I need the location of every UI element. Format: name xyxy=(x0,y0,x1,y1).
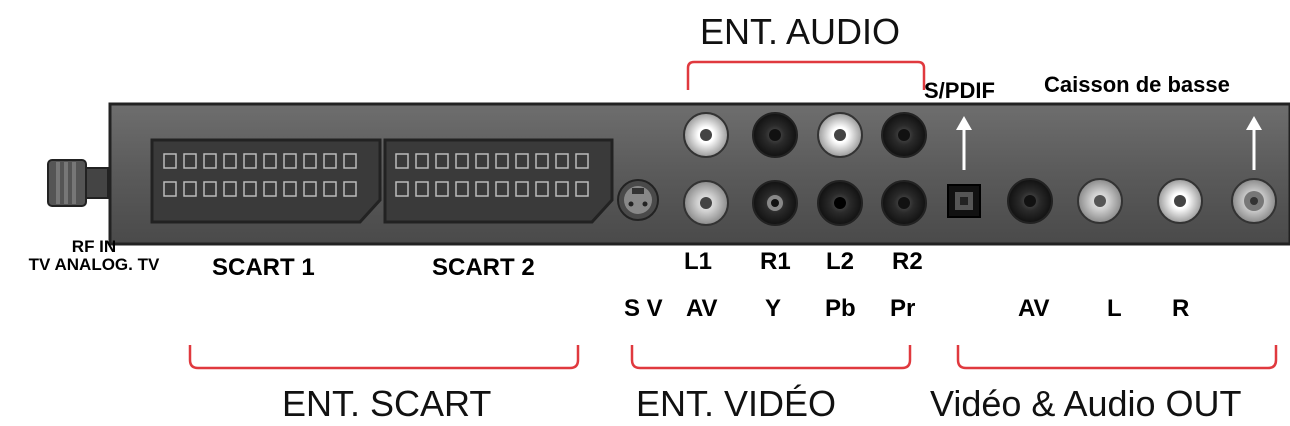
scart-pin xyxy=(203,181,217,197)
scart-1-label: SCART 1 xyxy=(212,254,315,281)
scart-pin xyxy=(263,153,277,169)
video-pr-jack xyxy=(881,180,927,226)
spdif-arrow-icon xyxy=(956,116,972,170)
rf-in-label-line2: TV ANALOG. TV xyxy=(28,254,160,274)
scart-pin xyxy=(435,181,449,197)
rf-in-label: RF IN TV ANALOG. TV xyxy=(8,238,180,274)
scart-pin xyxy=(415,181,429,197)
scart-pin xyxy=(475,181,489,197)
scart-pin xyxy=(555,181,569,197)
scart-2-label: SCART 2 xyxy=(432,254,535,281)
scart-pin xyxy=(183,153,197,169)
scart-pin xyxy=(283,181,297,197)
scart-pin xyxy=(415,153,429,169)
video-in-group-label: ENT. VIDÉO xyxy=(636,383,837,424)
audio-l2-label: L2 xyxy=(826,248,855,275)
out-av-label: AV xyxy=(1018,295,1050,322)
scart-pin xyxy=(243,153,257,169)
out-r-jack xyxy=(1157,178,1203,224)
scart-pin xyxy=(555,153,569,169)
scart-pin xyxy=(203,153,217,169)
scart-pin xyxy=(243,181,257,197)
video-y-jack xyxy=(752,180,798,226)
scart-pin xyxy=(183,181,197,197)
scart-pin xyxy=(575,153,589,169)
scart-in-bracket xyxy=(188,345,580,370)
audio-r2-jack xyxy=(881,112,927,158)
scart-pin xyxy=(455,153,469,169)
scart-pin xyxy=(323,153,337,169)
audio-in-bracket xyxy=(686,60,926,90)
scart-pin xyxy=(575,181,589,197)
audio-l2-jack xyxy=(817,112,863,158)
scart-pin xyxy=(343,181,357,197)
spdif-label: S/PDIF xyxy=(924,78,995,103)
scart-pin xyxy=(455,181,469,197)
scart-in-group-label: ENT. SCART xyxy=(282,383,492,424)
out-av-jack xyxy=(1007,178,1053,224)
audio-r1-jack xyxy=(752,112,798,158)
subwoofer-jack xyxy=(1231,178,1277,224)
scart-pin xyxy=(343,153,357,169)
audio-l1-jack xyxy=(683,112,729,158)
scart-pin xyxy=(515,181,529,197)
rf-in-connector xyxy=(47,159,109,207)
scart-pin xyxy=(323,181,337,197)
video-pb-jack xyxy=(817,180,863,226)
scart-pin xyxy=(495,181,509,197)
video-av-label: AV xyxy=(686,295,718,322)
scart-pin xyxy=(223,153,237,169)
spdif-optical-port xyxy=(947,184,981,218)
video-in-bracket xyxy=(630,345,912,370)
out-r-label: R xyxy=(1172,295,1190,322)
out-group-label: Vidéo & Audio OUT xyxy=(930,383,1242,424)
out-l-label: L xyxy=(1107,295,1122,322)
scart-pin xyxy=(535,181,549,197)
scart-pin xyxy=(263,181,277,197)
scart-pin xyxy=(163,153,177,169)
audio-l1-label: L1 xyxy=(684,248,713,275)
subwoofer-arrow-icon xyxy=(1246,116,1262,170)
scart-pin xyxy=(163,181,177,197)
audio-r2-label: R2 xyxy=(892,248,923,275)
scart-pin xyxy=(395,153,409,169)
video-av-jack xyxy=(683,180,729,226)
audio-r1-label: R1 xyxy=(760,248,791,275)
video-y-label: Y xyxy=(765,295,782,322)
subwoofer-label: Caisson de basse xyxy=(1044,72,1230,97)
out-l-jack xyxy=(1077,178,1123,224)
scart-pin xyxy=(303,153,317,169)
s-video-connector xyxy=(617,179,659,221)
audio-in-group-label: ENT. AUDIO xyxy=(700,11,901,52)
scart-pin xyxy=(435,153,449,169)
video-sv-label: S V xyxy=(624,295,663,322)
scart-pin xyxy=(475,153,489,169)
scart-pin xyxy=(495,153,509,169)
scart-pin xyxy=(283,153,297,169)
scart-1-connector xyxy=(150,138,382,224)
scart-pin xyxy=(303,181,317,197)
scart-pin xyxy=(223,181,237,197)
scart-pin xyxy=(515,153,529,169)
video-pr-label: Pr xyxy=(890,295,916,322)
scart-2-connector xyxy=(383,138,614,224)
out-bracket xyxy=(956,345,1278,370)
video-pb-label: Pb xyxy=(825,295,856,322)
scart-pin xyxy=(395,181,409,197)
rf-in-label-line1: RF IN xyxy=(71,237,117,256)
scart-pin xyxy=(535,153,549,169)
